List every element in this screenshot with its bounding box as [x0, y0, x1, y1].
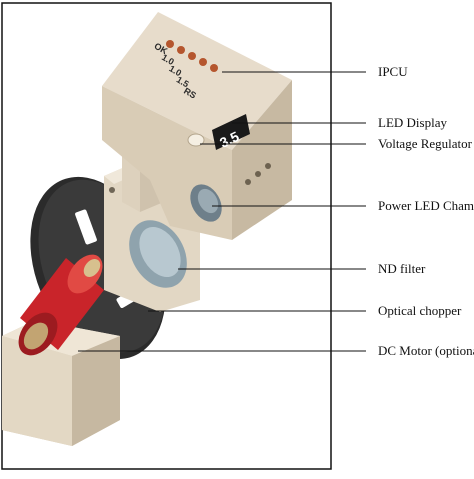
- screw: [109, 187, 115, 193]
- housing-side: [232, 80, 292, 240]
- side-port: [265, 163, 271, 169]
- voltage-regulator-knob: [187, 133, 205, 147]
- figure-frame: [1, 2, 332, 470]
- motor-base: [2, 320, 120, 446]
- ipcu-button: [188, 52, 196, 60]
- side-port: [245, 179, 251, 185]
- chopper-slot: [75, 209, 97, 245]
- ipcu-button: [177, 46, 185, 54]
- label-power-led: Power LED Chamber: [378, 198, 474, 213]
- nd-filter-glass: [139, 226, 181, 278]
- side-port: [255, 171, 261, 177]
- base-right: [72, 336, 120, 446]
- motor-endcap: [23, 322, 49, 350]
- label-nd-filter: ND filter: [378, 261, 426, 276]
- dc-motor: [18, 254, 104, 356]
- callout-lines: [78, 71, 366, 352]
- motor-shaft: [83, 259, 101, 277]
- label-ipcu: IPCU: [378, 64, 408, 79]
- ipcu-housing: [102, 12, 292, 240]
- led-display-value: 3.5: [217, 128, 242, 151]
- label-led-display: LED Display: [378, 115, 447, 130]
- label-optical-chopper: Optical chopper: [378, 303, 462, 318]
- base-front: [2, 336, 72, 446]
- ipcu-button: [210, 64, 218, 72]
- power-led-lens: [197, 188, 219, 214]
- label-voltage-regulator: Voltage Regulator: [378, 136, 472, 151]
- label-dc-motor: DC Motor (optional): [378, 343, 474, 358]
- ipcu-button: [166, 40, 174, 48]
- ipcu-button: [199, 58, 207, 66]
